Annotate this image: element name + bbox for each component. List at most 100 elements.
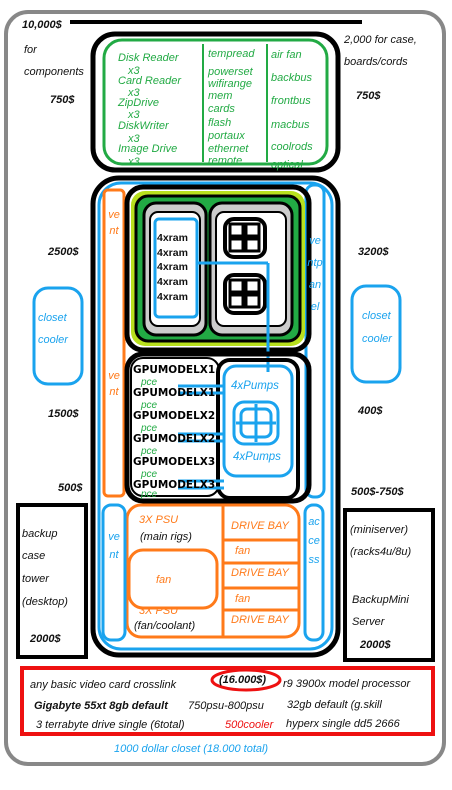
miniserver-price: 2000$	[360, 639, 391, 651]
total-budget: 10,000$	[22, 19, 62, 31]
mini-server-box	[343, 508, 435, 662]
ram-label: 4xram	[157, 261, 188, 273]
pump-box-blue	[222, 364, 294, 478]
closet-cooler-left-2: cooler	[38, 334, 68, 346]
psu-main-label: 3X PSU	[139, 514, 179, 526]
port-label: mem	[208, 90, 233, 102]
spec-total: (16.000$)	[219, 674, 267, 686]
drive-label: ZipDrive	[118, 97, 159, 109]
port-label: portaux	[208, 130, 245, 142]
bottom-vent-label: vent	[108, 531, 120, 561]
spec-psu: 750psu-800psu	[188, 700, 264, 712]
gpu-model: GPUMODELX3	[133, 479, 216, 491]
closet-cooler-right-box	[350, 284, 402, 384]
pce-label: pce	[141, 489, 158, 500]
gpu-area-black	[124, 351, 312, 504]
bus-label: backbus	[271, 72, 312, 84]
psu-fan-label: 3X PSU	[139, 605, 179, 617]
bay-fan-label: fan	[235, 593, 251, 605]
drive-label: Card Reader	[118, 75, 181, 87]
pce-label: pce	[141, 446, 158, 457]
price-400: 400$	[358, 405, 383, 417]
miniserver-line: (miniserver)	[350, 524, 409, 536]
psu-main-sub: (main rigs)	[140, 531, 192, 543]
bus-label: macbus	[271, 119, 310, 131]
fan-center-box	[127, 548, 219, 610]
pce-label: pce	[141, 377, 158, 388]
drive-bay-label: DRIVE BAY	[231, 567, 289, 579]
pump-icon-outer	[232, 400, 280, 446]
pump-box-black	[216, 358, 300, 500]
port-label: powerset	[208, 66, 253, 78]
port-label: cards	[208, 103, 235, 115]
drive-bay-label: DRIVE BAY	[231, 614, 289, 626]
bus-label: air fan	[271, 49, 302, 61]
ram-label: 4xram	[157, 276, 188, 288]
port-label: tempread	[208, 48, 255, 60]
pce-label: pce	[141, 400, 158, 411]
footer-closet-total: 1000 dollar closet (18.000 total)	[114, 743, 269, 755]
price-500: 500$	[58, 482, 83, 494]
spec-ram: 32gb default (g.skill	[287, 699, 382, 711]
ram-slot-inner	[149, 211, 201, 327]
port-label: flash	[208, 117, 232, 129]
gpu-model: GPUMODELX1	[133, 364, 216, 376]
gpu-coolant-lines	[178, 384, 224, 490]
bus-label: coolrods	[271, 141, 313, 153]
bay-fan-label: fan	[235, 545, 251, 557]
drive-qty: x3	[128, 65, 140, 77]
bus-label: frontbus	[271, 95, 311, 107]
left-vent-label: vent	[108, 209, 120, 237]
drive-qty: x3	[128, 133, 140, 145]
pce-label: pce	[141, 469, 158, 480]
gpu-model: GPUMODELX2	[133, 433, 216, 445]
cpu-icon-top	[223, 217, 267, 259]
main-case-outer	[90, 175, 341, 658]
pumps-label-top: 4xPumps	[231, 380, 279, 392]
closet-cooler-left-box	[32, 286, 84, 386]
backup-line: backup	[22, 528, 58, 540]
gpu-model: GPUMODELX3	[133, 456, 216, 468]
price-3200: 3200$	[358, 246, 389, 258]
closet-cooler-left-1: closet	[38, 312, 67, 324]
psu-fan-sub: (fan/coolant)	[134, 620, 196, 632]
drive-module-green	[102, 38, 329, 166]
backup-line: tower	[22, 573, 49, 585]
drive-label: DiskWriter	[118, 120, 169, 132]
price-500-750: 500$-750$	[351, 486, 404, 498]
pumps-label-bottom: 4xPumps	[233, 451, 281, 463]
spec-video-card: any basic video card crosslink	[30, 679, 177, 691]
backup-line: case	[22, 550, 46, 562]
outer-frame	[4, 10, 446, 766]
price-1500: 1500$	[48, 408, 79, 420]
closet-cooler-right-1: closet	[362, 310, 391, 322]
price-right-top: 750$	[356, 90, 381, 102]
right-note-1: 2,000 for case,	[344, 34, 417, 46]
drive-label: Image Drive	[118, 143, 178, 155]
gpu-model: GPUMODELX1	[133, 387, 216, 399]
closet-cooler-right-2: cooler	[362, 333, 392, 345]
miniserver-line: BackupMini	[352, 594, 409, 606]
right-note-2: boards/cords	[344, 56, 408, 68]
price-2500: 2500$	[48, 246, 79, 258]
port-label: ethernet	[208, 143, 249, 155]
gpu-model: GPUMODELX2	[133, 410, 216, 422]
ram-label: 4xram	[157, 232, 188, 244]
backup-price: 2000$	[30, 633, 61, 645]
pce-label: pce	[141, 423, 158, 434]
drive-bay-label: DRIVE BAY	[231, 520, 289, 532]
bottom-right-access	[303, 503, 325, 642]
miniserver-line: (racks4u/8u)	[350, 546, 412, 558]
spec-hyperx: hyperx single dd5 2666	[286, 718, 400, 730]
left-vent-label-2: vent	[108, 370, 120, 398]
ram-stick-blue	[153, 217, 199, 319]
spec-cooler: 500cooler	[225, 719, 274, 731]
psu-bay-frame	[125, 503, 301, 639]
left-vent-frame	[102, 188, 126, 498]
mobo-black	[124, 184, 312, 353]
access-label: access	[308, 516, 320, 566]
cpu-icon-bottom	[223, 273, 267, 315]
backup-line: (desktop)	[22, 596, 68, 608]
left-note-1: for	[24, 44, 37, 56]
